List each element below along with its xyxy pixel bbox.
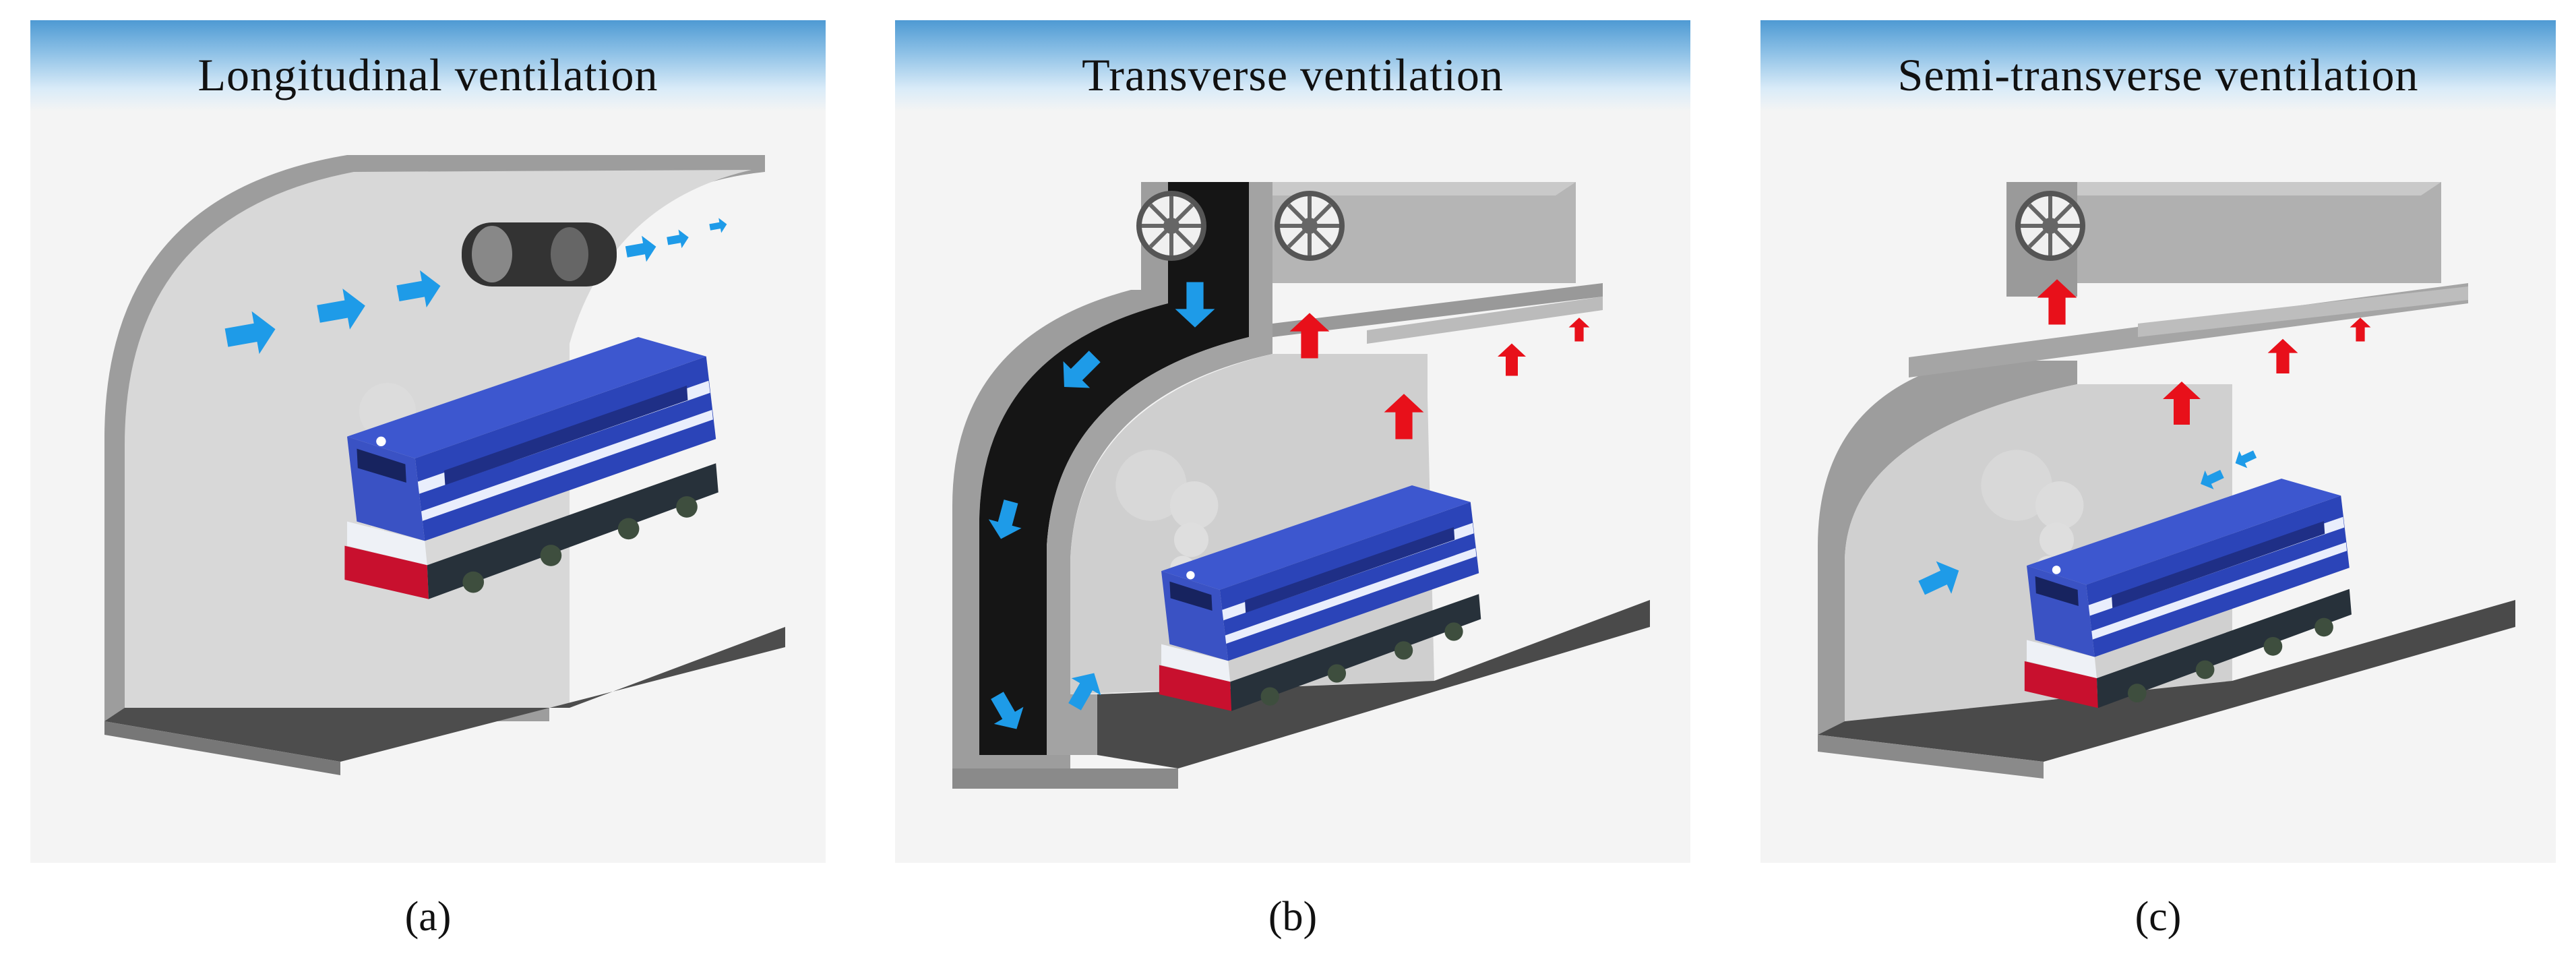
caption-b: (b) [1268, 894, 1318, 940]
panel-title: Longitudinal ventilation [197, 49, 658, 100]
caption-c: (c) [2135, 894, 2182, 940]
panel-title: Transverse ventilation [1082, 49, 1504, 100]
semi-transverse-tunnel-diagram [1818, 182, 2515, 779]
fan-icon [2018, 193, 2083, 258]
panel-header: Transverse ventilation [895, 20, 1690, 111]
panel-header: Semi-transverse ventilation [1760, 20, 2556, 111]
panel-title: Semi-transverse ventilation [1897, 49, 2419, 100]
transverse-tunnel-diagram [952, 182, 1650, 789]
longitudinal-tunnel-diagram [104, 155, 785, 775]
panel-longitudinal: Longitudinal ventilation [30, 20, 826, 863]
caption-a: (a) [404, 894, 452, 940]
panel-transverse: Transverse ventilation [895, 20, 1690, 863]
jet-fan-icon [462, 222, 617, 286]
panel-header: Longitudinal ventilation [30, 20, 826, 111]
panel-semi-transverse: Semi-transverse ventilation [1760, 20, 2556, 863]
